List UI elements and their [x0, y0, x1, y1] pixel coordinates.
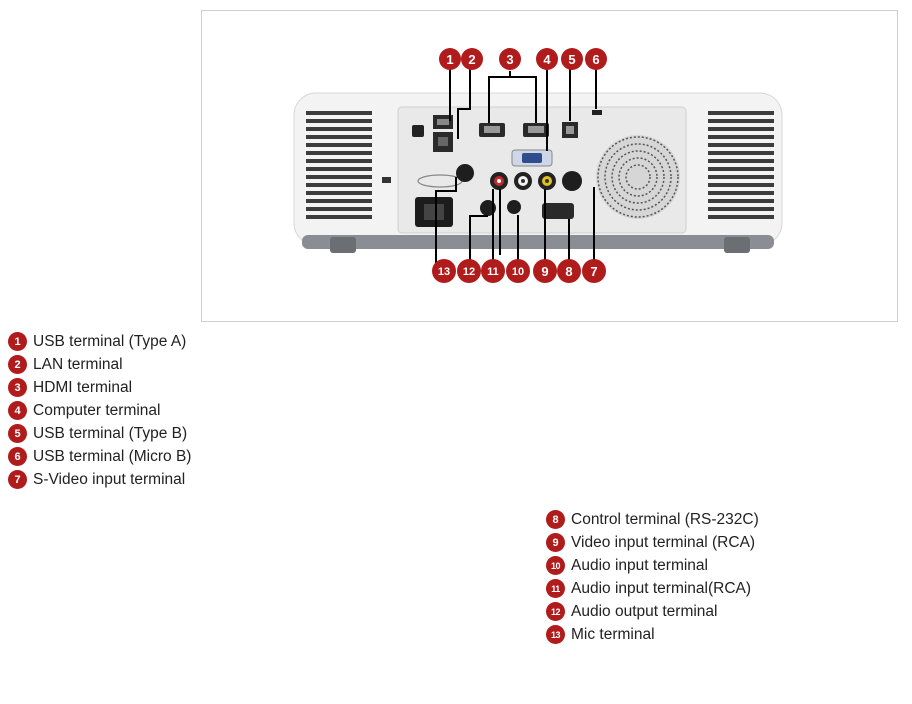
port-usb-b [562, 122, 578, 138]
kensington-slot [412, 125, 424, 137]
callout-8-label: 8 [565, 264, 572, 279]
callout-13-label: 13 [438, 266, 450, 278]
legend-label: USB terminal (Type B) [33, 424, 188, 442]
port-audio-rca [490, 172, 532, 190]
left-vent [306, 111, 372, 219]
leader-lines [435, 69, 597, 269]
callout-12-label: 12 [463, 266, 475, 278]
legend-item-7: 7 S-Video input terminal [8, 468, 191, 491]
callout-11: 11 [481, 259, 505, 283]
callout-12: 12 [457, 259, 481, 283]
security-slot [382, 177, 391, 183]
port-usb-micro-b [592, 110, 602, 115]
port-computer-vga [511, 149, 553, 167]
number-badge: 6 [8, 447, 27, 466]
projector-rear-diagram: 1 2 3 4 5 6 13 12 [293, 48, 783, 283]
callout-7-label: 7 [590, 264, 597, 279]
port-video-rca [538, 172, 556, 190]
port-lan [433, 132, 453, 152]
speaker-grille [596, 135, 680, 219]
legend-item-9: 9 Video input terminal (RCA) [546, 531, 759, 554]
callout-5: 5 [561, 48, 583, 70]
callout-6-label: 6 [592, 52, 599, 67]
legend-item-6: 6 USB terminal (Micro B) [8, 445, 191, 468]
callout-2-label: 2 [468, 52, 475, 67]
legend-item-13: 13 Mic terminal [546, 623, 759, 646]
number-badge: 4 [8, 401, 27, 420]
legend-item-8: 8 Control terminal (RS-232C) [546, 508, 759, 531]
legend-label: S-Video input terminal [33, 470, 186, 488]
legend-list-right: 8 Control terminal (RS-232C) 9 Video input… [546, 508, 759, 646]
legend-label: Computer terminal [33, 401, 161, 419]
legend-label: Mic terminal [571, 625, 655, 643]
callout-11-label: 11 [487, 266, 499, 278]
number-badge: 11 [546, 579, 565, 598]
legend-item-2: 2 LAN terminal [8, 353, 191, 376]
callout-9-label: 9 [541, 264, 548, 279]
legend-label: Video input terminal (RCA) [571, 533, 756, 551]
legend-label: Audio output terminal [571, 602, 718, 620]
legend-list-left: 1 USB terminal (Type A) 2 LAN terminal 3 HD… [8, 330, 191, 491]
port-hdmi-1 [479, 123, 505, 137]
port-usb-a [433, 115, 453, 129]
number-badge: 9 [546, 533, 565, 552]
callout-10: 10 [506, 259, 530, 283]
number-badge: 7 [8, 470, 27, 489]
callout-10-label: 10 [512, 266, 524, 278]
legend-item-4: 4 Computer terminal [8, 399, 191, 422]
legend-item-3: 3 HDMI terminal [8, 376, 191, 399]
diagram-frame: 1 2 3 4 5 6 13 12 [201, 10, 898, 322]
callout-7: 7 [582, 259, 606, 283]
callout-5-label: 5 [568, 52, 575, 67]
number-badge: 5 [8, 424, 27, 443]
number-badge: 8 [546, 510, 565, 529]
legend-label: USB terminal (Type A) [33, 332, 187, 350]
callout-9: 9 [533, 259, 557, 283]
number-badge: 12 [546, 602, 565, 621]
port-audio-in [507, 200, 521, 214]
number-badge: 1 [8, 332, 27, 351]
legend-item-10: 10 Audio input terminal [546, 554, 759, 577]
callout-4-label: 4 [543, 52, 551, 67]
number-badge: 3 [8, 378, 27, 397]
port-rs232c [542, 203, 574, 219]
callout-3: 3 [499, 48, 521, 70]
right-vent [708, 111, 774, 219]
number-badge: 10 [546, 556, 565, 575]
callout-4: 4 [536, 48, 558, 70]
callout-1: 1 [439, 48, 461, 70]
legend-item-1: 1 USB terminal (Type A) [8, 330, 191, 353]
number-badge: 13 [546, 625, 565, 644]
legend-label: LAN terminal [33, 355, 123, 373]
callout-2: 2 [461, 48, 483, 70]
legend-item-11: 11 Audio input terminal(RCA) [546, 577, 759, 600]
legend-item-12: 12 Audio output terminal [546, 600, 759, 623]
legend-label: Audio input terminal(RCA) [571, 579, 752, 597]
port-s-video [562, 171, 582, 191]
power-inlet-socket [424, 204, 444, 220]
port-hdmi-2 [523, 123, 549, 137]
legend-label: HDMI terminal [33, 378, 133, 396]
callout-13: 13 [432, 259, 456, 283]
number-badge: 2 [8, 355, 27, 374]
legend-item-5: 5 USB terminal (Type B) [8, 422, 191, 445]
callout-1-label: 1 [446, 52, 453, 67]
legend-label: USB terminal (Micro B) [33, 447, 192, 465]
port-mic [456, 164, 474, 182]
callout-3-label: 3 [506, 52, 513, 67]
callout-6: 6 [585, 48, 607, 70]
legend-label: Control terminal (RS-232C) [571, 510, 759, 528]
legend-label: Audio input terminal [571, 556, 708, 574]
callout-8: 8 [557, 259, 581, 283]
